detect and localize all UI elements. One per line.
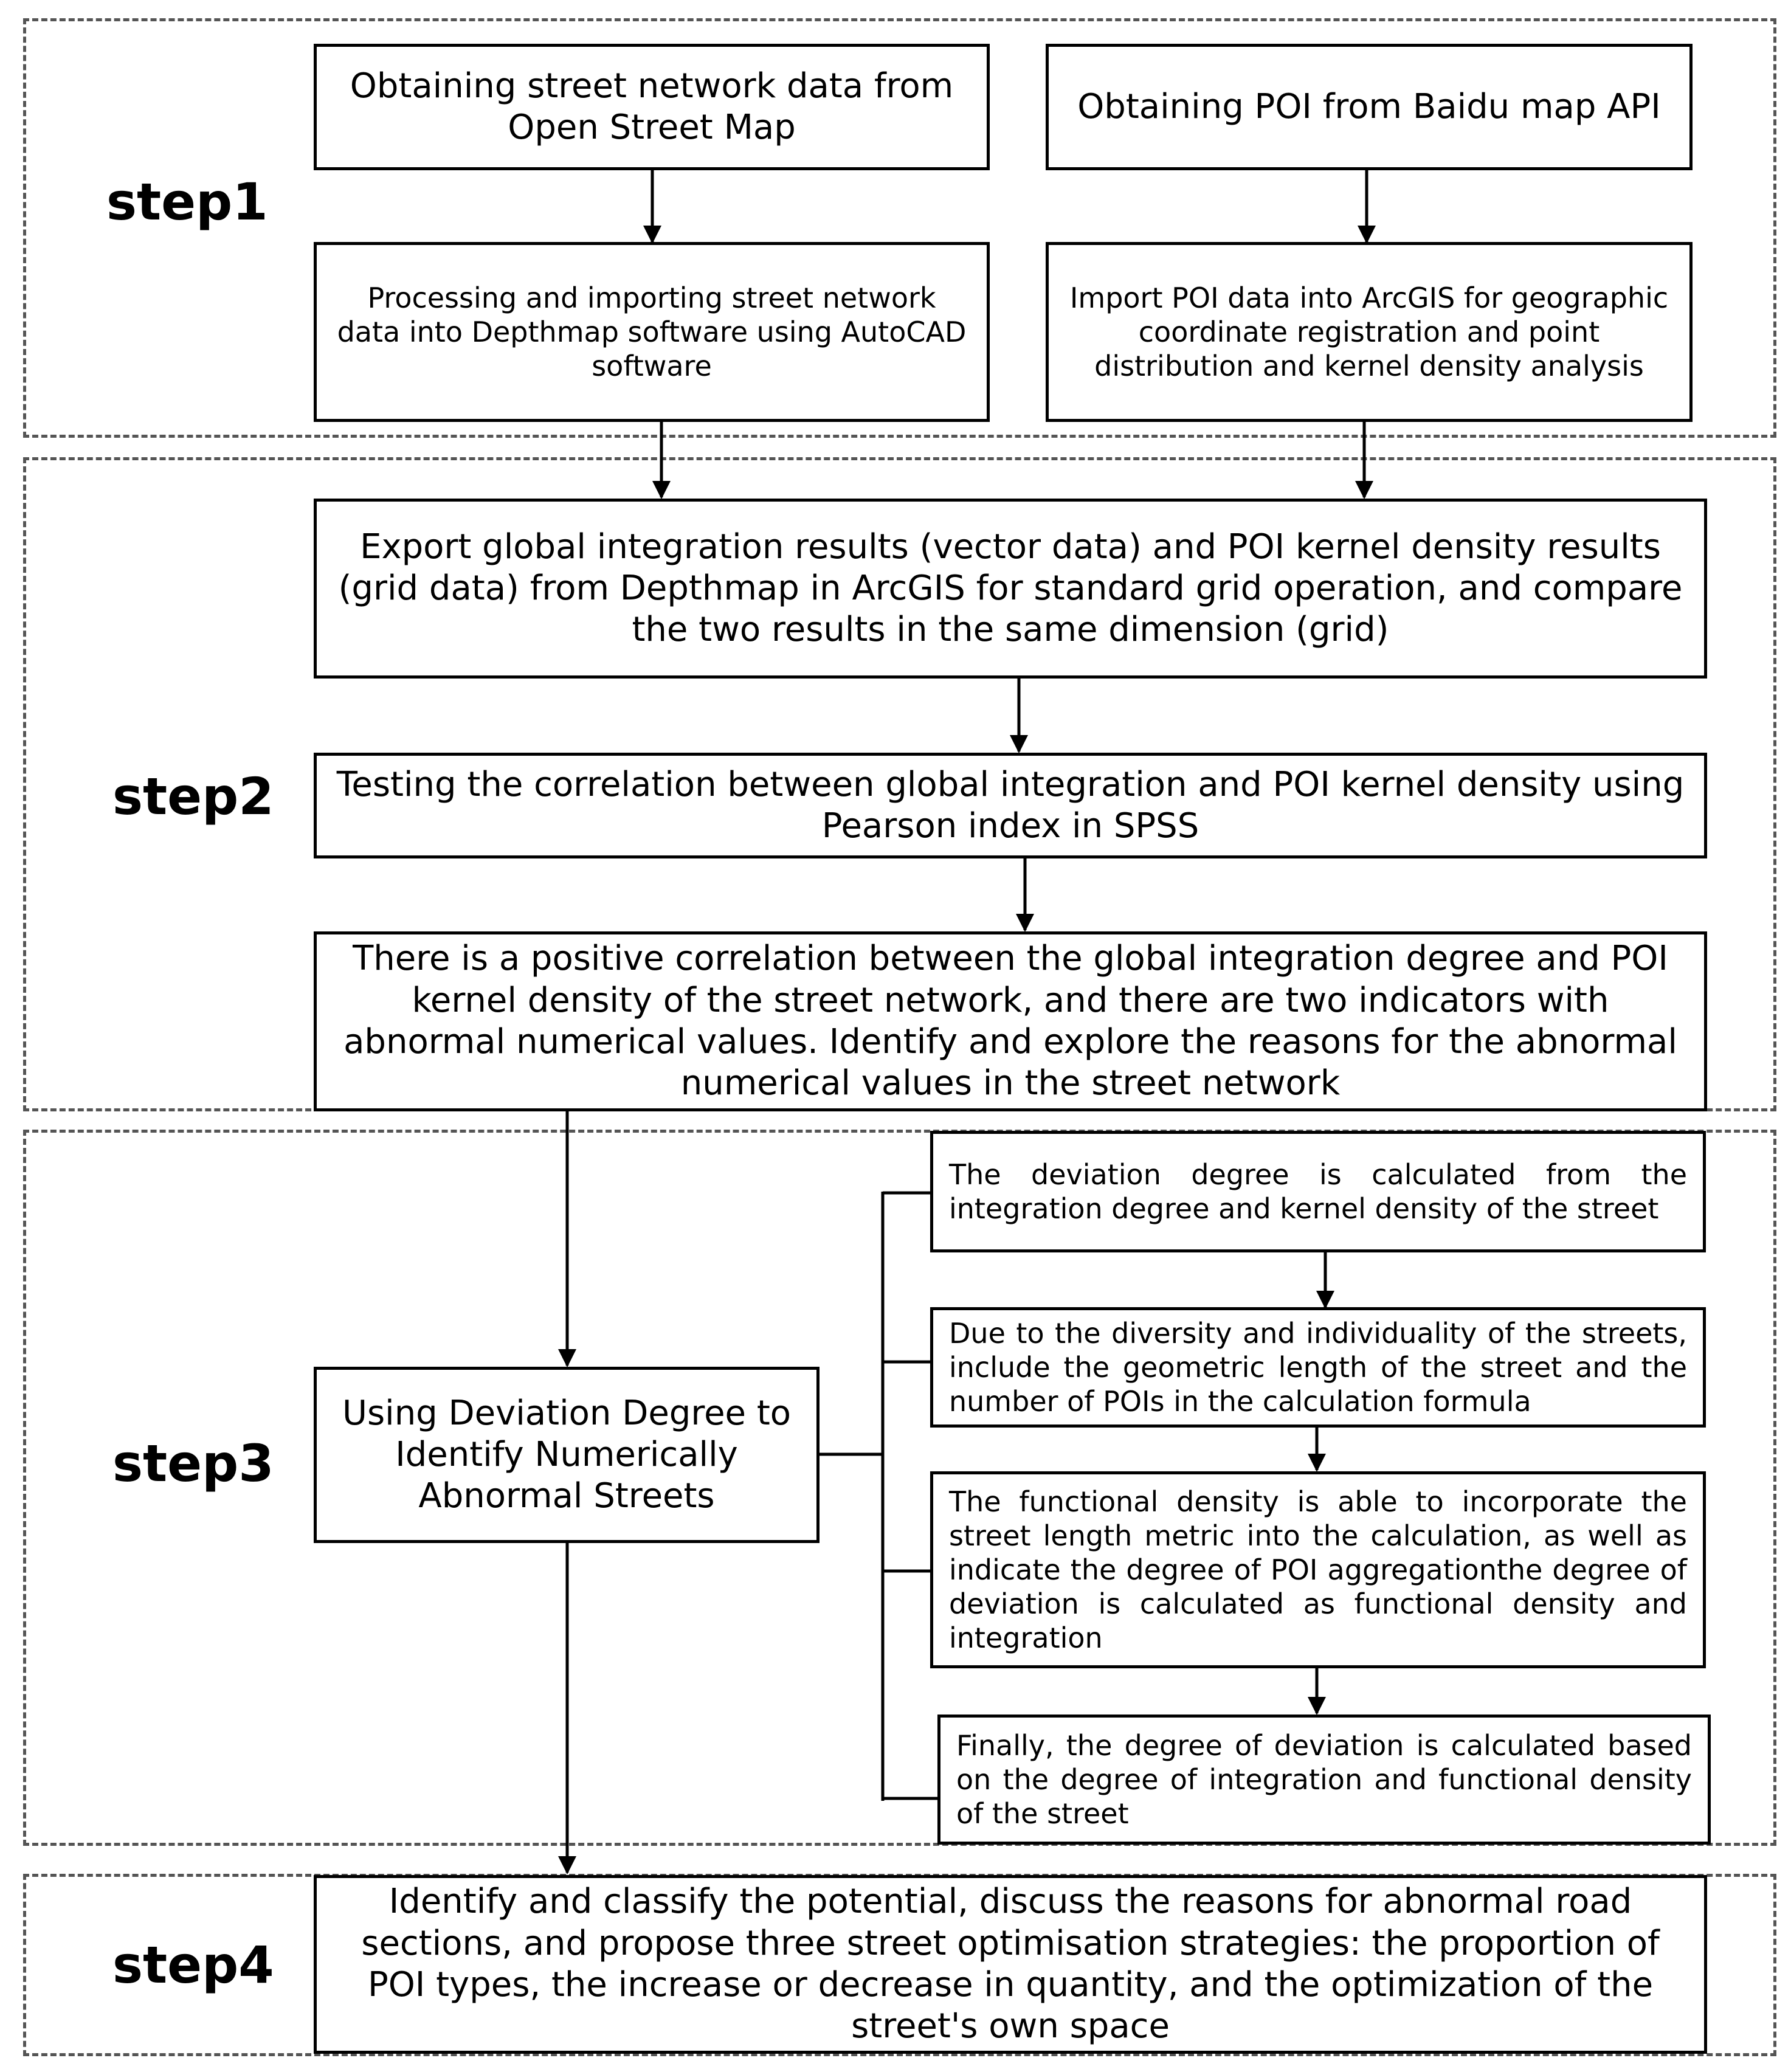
deviation-sub3-text: The functional density is able to incorp…	[949, 1485, 1687, 1655]
deviation-main-text: Using Deviation Degree to Identify Numer…	[342, 1393, 792, 1516]
street-network-source-text: Obtaining street network data from Open …	[350, 66, 954, 147]
export-compare-text: Export global integration results (vecto…	[338, 527, 1683, 650]
poi-processing-text: Import POI data into ArcGIS for geograph…	[1069, 281, 1669, 383]
deviation-sub1-text: The deviation degree is calculated from …	[949, 1158, 1687, 1225]
poi-source-box: Obtaining POI from Baidu map API	[1046, 44, 1693, 170]
optimisation-strategies-text: Identify and classify the potential, dis…	[361, 1882, 1660, 2046]
step4-label: step4	[112, 1935, 274, 1995]
stage-step3-frame	[23, 1130, 1776, 1846]
deviation-sub4-box: Finally, the degree of deviation is calc…	[937, 1715, 1711, 1845]
correlation-test-text: Testing the correlation between global i…	[336, 764, 1685, 846]
correlation-test-box: Testing the correlation between global i…	[314, 753, 1707, 858]
poi-source-text: Obtaining POI from Baidu map API	[1077, 86, 1661, 126]
street-processing-text: Processing and importing street network …	[337, 281, 967, 383]
correlation-result-box: There is a positive correlation between …	[314, 931, 1707, 1111]
deviation-sub3-box: The functional density is able to incorp…	[930, 1471, 1706, 1668]
deviation-sub1-box: The deviation degree is calculated from …	[930, 1131, 1706, 1252]
stage-step1-frame	[23, 18, 1776, 438]
deviation-sub4-text: Finally, the degree of deviation is calc…	[956, 1728, 1692, 1831]
correlation-result-text: There is a positive correlation between …	[343, 939, 1677, 1103]
step3-label: step3	[112, 1434, 274, 1493]
export-compare-box: Export global integration results (vecto…	[314, 499, 1707, 679]
street-network-source-box: Obtaining street network data from Open …	[314, 44, 990, 170]
deviation-main-box: Using Deviation Degree to Identify Numer…	[314, 1367, 820, 1543]
step2-label: step2	[112, 767, 274, 826]
street-processing-box: Processing and importing street network …	[314, 242, 990, 422]
step1-label: step1	[106, 172, 268, 232]
poi-processing-box: Import POI data into ArcGIS for geograph…	[1046, 242, 1693, 422]
deviation-sub2-text: Due to the diversity and individuality o…	[949, 1316, 1687, 1418]
deviation-sub2-box: Due to the diversity and individuality o…	[930, 1307, 1706, 1428]
optimisation-strategies-box: Identify and classify the potential, dis…	[314, 1875, 1707, 2054]
